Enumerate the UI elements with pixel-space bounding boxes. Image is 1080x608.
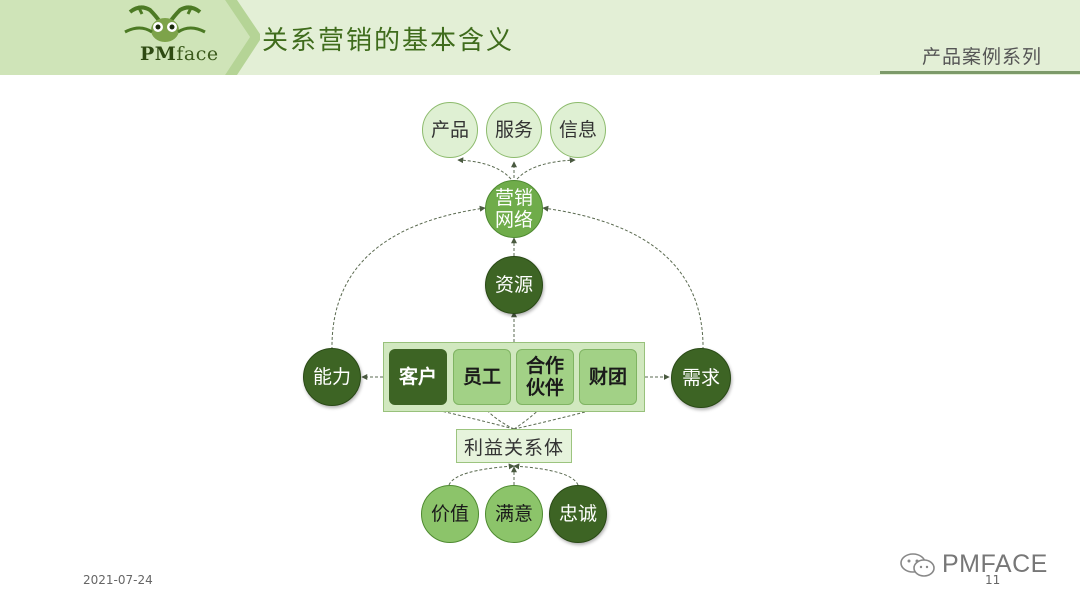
service-circle: 服务 (486, 102, 542, 158)
resource-circle: 资源 (485, 256, 543, 314)
customer-box: 客户 (389, 349, 447, 405)
partner-box: 合作伙伴 (516, 349, 574, 405)
ability-circle: 能力 (303, 348, 361, 406)
page-number: 11 (985, 573, 1001, 587)
header-underline (880, 71, 1080, 74)
moose-logo-icon (124, 5, 206, 42)
consortium-box: 财团 (579, 349, 637, 405)
interest-group-box: 利益关系体 (456, 429, 572, 463)
network-label-line1: 营销 (494, 187, 533, 209)
loyalty-circle: 忠诚 (549, 485, 607, 543)
network-label-line2: 网络 (494, 209, 533, 231)
wechat-icon (900, 552, 935, 577)
footer-date: 2021-07-24 (83, 573, 153, 587)
brand-text: PMFACE (942, 550, 1048, 578)
product-circle: 产品 (422, 102, 478, 158)
value-circle: 价值 (421, 485, 479, 543)
employee-box: 员工 (453, 349, 511, 405)
information-circle: 信息 (550, 102, 606, 158)
header-arrow (0, 0, 260, 75)
header-banner: PMface 关系营销的基本含义 产品案例系列 (0, 0, 1080, 75)
logo-text: PMface (140, 43, 219, 65)
partner-label-line2: 伙伴 (525, 377, 564, 399)
satisfaction-circle: 满意 (485, 485, 543, 543)
brand-watermark: PMFACE (898, 550, 1048, 579)
page-title: 关系营销的基本含义 (262, 26, 515, 56)
marketing-network-circle: 营销网络 (485, 180, 543, 238)
demand-circle: 需求 (671, 348, 731, 408)
series-label: 产品案例系列 (921, 46, 1042, 68)
partner-label-line1: 合作 (525, 355, 564, 377)
